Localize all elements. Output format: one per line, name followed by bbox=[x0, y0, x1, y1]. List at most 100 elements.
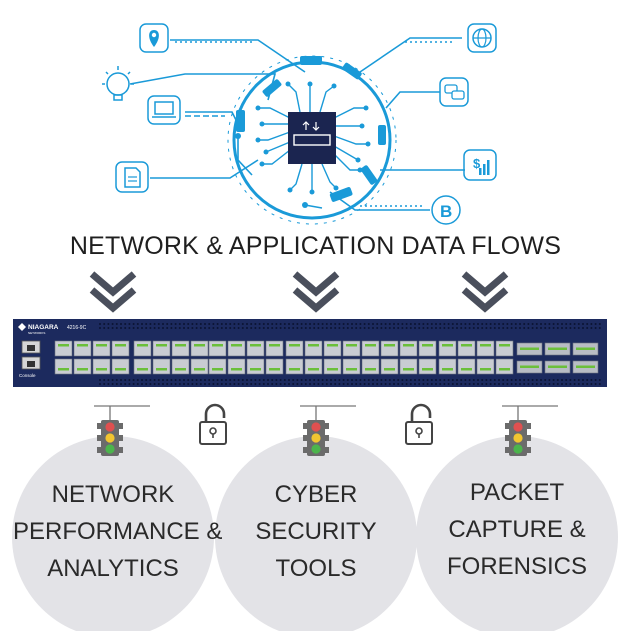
tool-label-line: SECURITY bbox=[255, 518, 377, 545]
sfp-port bbox=[285, 358, 304, 375]
sfp-port bbox=[227, 358, 246, 375]
sfp-port bbox=[285, 340, 304, 357]
dollar-chart-icon: $ bbox=[463, 149, 497, 181]
headline: NETWORK & APPLICATION DATA FLOWS bbox=[69, 232, 562, 260]
unlocked-padlock-icon bbox=[199, 403, 227, 445]
sfp-port bbox=[457, 340, 476, 357]
sfp-port bbox=[208, 340, 227, 357]
switch-brand: NIAGARA bbox=[28, 324, 59, 331]
sfp-port bbox=[380, 358, 399, 375]
data-hub-illustration: $ B bbox=[102, 23, 497, 225]
traffic-light-icon bbox=[94, 405, 150, 456]
processor-chip bbox=[288, 112, 336, 164]
lightbulb-icon bbox=[102, 66, 134, 101]
sfp-port bbox=[133, 358, 152, 375]
sfp-port bbox=[73, 358, 92, 375]
laptop-icon bbox=[147, 95, 181, 125]
svg-text:B: B bbox=[440, 202, 452, 221]
switch-logo: NIAGARA NETWORKS 4216-9C bbox=[18, 323, 87, 335]
location-pin-icon bbox=[139, 23, 169, 53]
sfp-port bbox=[152, 358, 171, 375]
unlocked-padlock-icon bbox=[405, 403, 433, 445]
sfp-port bbox=[133, 340, 152, 357]
tool-label-line: PACKET bbox=[469, 479, 565, 506]
chevron-down-icon bbox=[461, 271, 509, 313]
sfp-port-array bbox=[54, 340, 514, 375]
sfp-port bbox=[54, 358, 73, 375]
sfp-port bbox=[265, 358, 284, 375]
sfp-port bbox=[342, 340, 361, 357]
trace-nodes bbox=[235, 81, 371, 208]
sfp-port bbox=[54, 340, 73, 357]
tool-label-line: FORENSICS bbox=[446, 553, 587, 580]
sfp-port bbox=[246, 340, 265, 357]
tool-circle-packet bbox=[416, 436, 618, 631]
sfp-port bbox=[152, 340, 171, 357]
sfp-port bbox=[323, 358, 342, 375]
chevron-down-icon bbox=[292, 271, 340, 313]
sfp-port bbox=[190, 358, 209, 375]
sfp-port bbox=[361, 358, 380, 375]
tool-label-line: CAPTURE & bbox=[448, 516, 586, 543]
hub-connectors-left bbox=[129, 39, 306, 179]
sfp-port bbox=[323, 340, 342, 357]
sfp-port bbox=[111, 340, 130, 357]
sfp-port bbox=[227, 340, 246, 357]
tool-circle-security bbox=[215, 436, 417, 631]
hub-outer-ring bbox=[227, 55, 397, 225]
sfp-port bbox=[73, 340, 92, 357]
console-ports: Console bbox=[19, 340, 41, 378]
flow-chevrons bbox=[89, 271, 509, 313]
traffic-light-icon bbox=[300, 405, 356, 456]
sfp-port bbox=[476, 340, 495, 357]
tools-diagram bbox=[12, 403, 618, 631]
tool-label-line: CYBER bbox=[274, 481, 358, 508]
sfp-port bbox=[495, 358, 514, 375]
globe-icon bbox=[467, 23, 497, 53]
tool-label-network: NETWORK PERFORMANCE & ANALYTICS bbox=[13, 476, 223, 587]
tool-label-line: ANALYTICS bbox=[47, 555, 179, 582]
sfp-port bbox=[399, 340, 418, 357]
sfp-port bbox=[361, 340, 380, 357]
sfp-port bbox=[92, 340, 111, 357]
tool-circle-network bbox=[12, 436, 214, 631]
sfp-port bbox=[171, 358, 190, 375]
sfp-port bbox=[438, 358, 457, 375]
sfp-port bbox=[304, 340, 323, 357]
sfp-port bbox=[399, 358, 418, 375]
tool-label-line: NETWORK bbox=[51, 481, 175, 508]
sfp-port bbox=[438, 340, 457, 357]
sfp-port bbox=[190, 340, 209, 357]
sfp-port bbox=[342, 358, 361, 375]
switch-brand-sub: NETWORKS bbox=[28, 331, 45, 335]
sfp-port bbox=[476, 358, 495, 375]
console-label: Console bbox=[19, 373, 36, 378]
sfp-port bbox=[495, 340, 514, 357]
switch-model: 4216-9C bbox=[67, 325, 87, 331]
sfp-port bbox=[171, 340, 190, 357]
sfp-port bbox=[265, 340, 284, 357]
tool-label-security: CYBER SECURITY TOOLS bbox=[216, 476, 416, 587]
ring-segments bbox=[236, 56, 386, 202]
sfp-port bbox=[380, 340, 399, 357]
sfp-port bbox=[418, 358, 437, 375]
sfp-port bbox=[111, 358, 130, 375]
sfp-port bbox=[246, 358, 265, 375]
document-icon bbox=[115, 161, 149, 193]
svg-text:$: $ bbox=[473, 156, 481, 171]
hub-connectors-right bbox=[329, 37, 465, 211]
bitcoin-icon: B bbox=[431, 195, 461, 225]
sfp-port bbox=[208, 358, 227, 375]
tool-label-packet: PACKET CAPTURE & FORENSICS bbox=[417, 474, 617, 585]
qsfp-port-array bbox=[516, 342, 599, 374]
chat-bubbles-icon bbox=[439, 77, 469, 107]
chip-traces bbox=[258, 83, 368, 192]
network-switch: NIAGARA NETWORKS 4216-9C Console bbox=[13, 319, 607, 387]
traffic-light-icon bbox=[502, 405, 558, 456]
tool-label-line: PERFORMANCE & bbox=[13, 518, 223, 545]
tool-label-line: TOOLS bbox=[275, 555, 357, 582]
chevron-down-icon bbox=[89, 271, 137, 313]
sfp-port bbox=[418, 340, 437, 357]
sfp-port bbox=[92, 358, 111, 375]
sfp-port bbox=[304, 358, 323, 375]
